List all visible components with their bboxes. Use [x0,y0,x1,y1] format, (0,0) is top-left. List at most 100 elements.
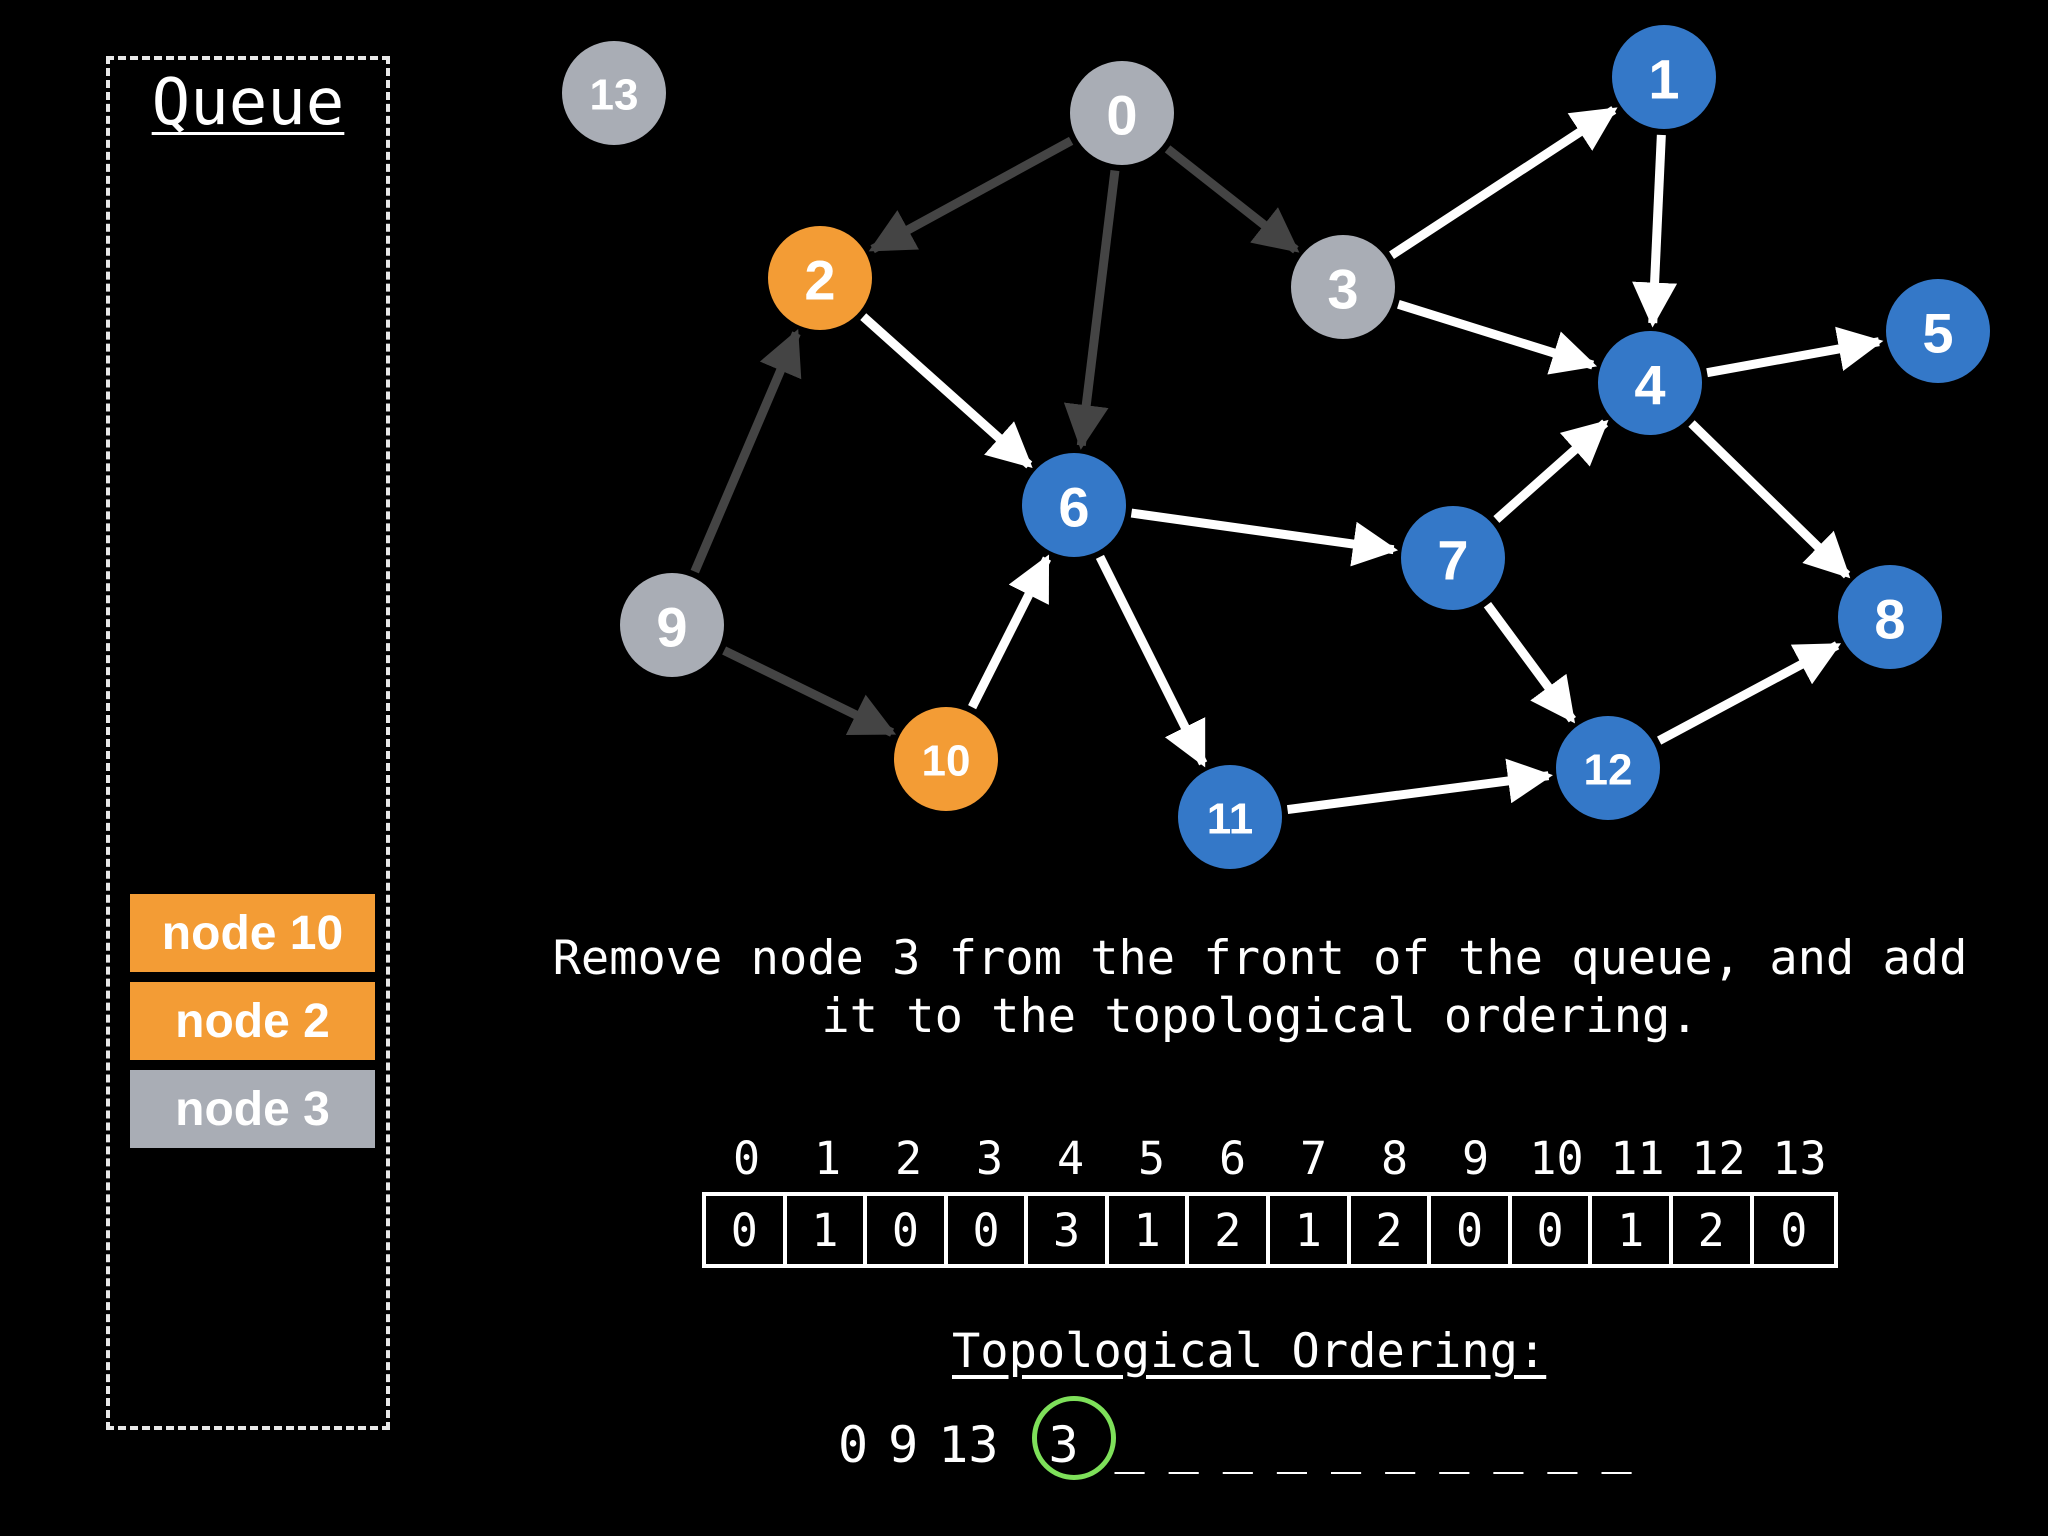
ordering-blank: _ [1114,1416,1145,1474]
node-8: 8 [1838,565,1942,669]
node-label: 5 [1922,302,1953,365]
indegree-cell: 0 [948,1196,1029,1264]
edge-9-2 [690,329,802,574]
edge-7-12 [1483,601,1576,724]
edge-4-5 [1706,326,1884,378]
indegree-index: 7 [1299,1132,1328,1185]
edge-2-6 [860,313,1033,469]
queue-panel: Queue node 10 node 2 node 3 [106,56,390,1430]
indegree-index: 10 [1529,1132,1584,1185]
indegree-cell: 1 [1109,1196,1190,1264]
node-label: 6 [1058,476,1089,539]
node-label: 12 [1584,746,1633,795]
node-2: 2 [768,226,872,330]
edge-0-2 [868,136,1074,254]
indegree-cell: 0 [1780,1203,1808,1257]
node-circle [1022,453,1126,557]
queue-item-label: node 3 [175,1082,330,1136]
ordering-item: 0 [838,1416,869,1474]
ordering-blank: _ [1493,1416,1524,1474]
ordering-title: Topological Ordering: [952,1324,1547,1379]
node-1: 1 [1612,25,1716,129]
indegree-cell: 0 [1512,1196,1593,1264]
edge-0-6 [1063,170,1120,450]
node-12: 12 [1556,716,1660,820]
node-circle [1886,279,1990,383]
queue-item-label: node 10 [161,906,344,960]
ordering-item: 13 [938,1416,999,1474]
queue-item-label: node 2 [175,994,330,1048]
node-circle [1178,765,1282,869]
indegree-index: 1 [813,1132,842,1185]
queue-item: node 10 [130,894,375,972]
indegree-cell: 0 [706,1196,787,1264]
node-circle [620,573,724,677]
node-label: 4 [1634,354,1665,417]
node-circle [1612,25,1716,129]
node-label: 1 [1648,48,1679,111]
indegree-cell: 0 [1431,1196,1512,1264]
indegree-cell: 2 [1351,1196,1432,1264]
indegree-index: 4 [1056,1132,1085,1185]
edge-3-4 [1397,300,1598,375]
node-label: 7 [1437,529,1468,592]
indegree-index: 9 [1461,1132,1490,1185]
ordering-blank: _ [1385,1416,1416,1474]
edge-1-4 [1632,134,1678,328]
indegree-index: 11 [1610,1132,1665,1185]
indegree-index: 6 [1218,1132,1247,1185]
edge-6-11 [1095,554,1208,768]
node-label: 10 [922,737,971,786]
node-circle [1598,331,1702,435]
node-circle [1401,506,1505,610]
edge-4-8 [1688,420,1851,579]
indegree-cell: 1 [1592,1196,1673,1264]
node-5: 5 [1886,279,1990,383]
node-label: 3 [1327,258,1358,321]
node-circle [768,226,872,330]
edge-11-12 [1286,758,1553,815]
node-circle [894,707,998,811]
node-3: 3 [1291,235,1395,339]
indegree-index: 3 [975,1132,1004,1185]
edge-10-6 [968,554,1052,710]
node-10: 10 [894,707,998,811]
node-4: 4 [1598,331,1702,435]
indegree-index: 2 [894,1132,923,1185]
indegree-cell: 3 [1028,1196,1109,1264]
node-circle [1838,565,1942,669]
ordering-blank: _ [1168,1416,1199,1474]
node-circle [1070,61,1174,165]
edge-7-4 [1493,419,1609,523]
queue-item: node 2 [130,982,375,1060]
node-13: 13 [562,41,666,145]
indegree-index: 13 [1772,1132,1827,1185]
edge-6-7 [1130,508,1399,567]
ordering-blank: _ [1547,1416,1578,1474]
edge-0-3 [1164,145,1300,254]
node-label: 13 [590,71,639,120]
indegree-cell: 2 [1189,1196,1271,1264]
ordering-blank: _ [1601,1416,1632,1474]
node-label: 11 [1207,795,1254,844]
indegree-cell: 2 [1673,1196,1754,1264]
node-7: 7 [1401,506,1505,610]
indegree-index: 0 [732,1132,761,1185]
node-label: 9 [656,596,687,659]
edge-3-1 [1389,106,1618,260]
queue-item: node 3 [130,1070,375,1148]
node-label: 8 [1874,588,1905,651]
node-6: 6 [1022,453,1126,557]
node-label: 0 [1106,84,1137,147]
edge-layer [690,106,1884,815]
indegree-cell: 1 [1270,1196,1351,1264]
node-circle [1291,235,1395,339]
node-9: 9 [620,573,724,677]
node-0: 0 [1070,61,1174,165]
indegree-cell: 1 [787,1196,868,1264]
